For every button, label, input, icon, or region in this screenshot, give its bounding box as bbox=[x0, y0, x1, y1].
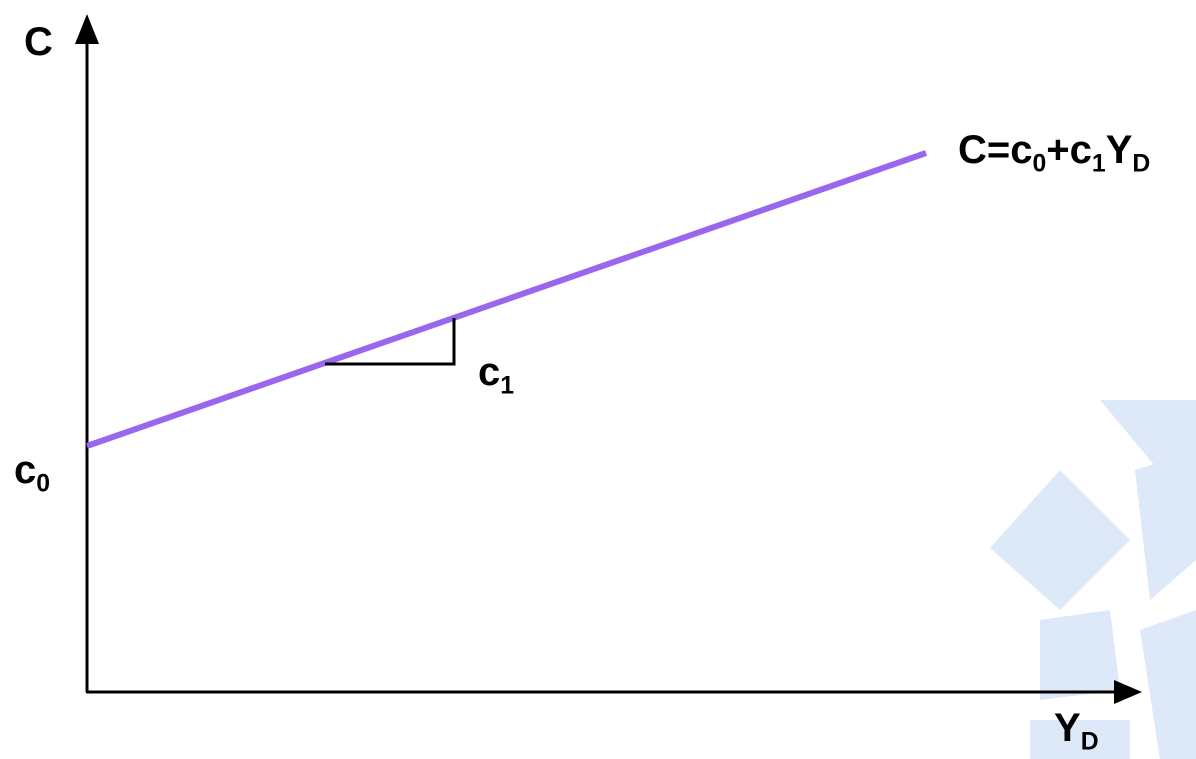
equation-part-2: +c bbox=[1046, 128, 1092, 172]
intercept-label-main: c bbox=[14, 448, 37, 492]
x-axis-arrowhead bbox=[1114, 680, 1142, 704]
equation-part-1: C=c bbox=[958, 128, 1033, 172]
consumption-line bbox=[86, 150, 927, 449]
intercept-label-sub: 0 bbox=[36, 470, 51, 498]
axes bbox=[85, 40, 1120, 694]
slope-triangle bbox=[325, 318, 456, 366]
x-axis-label-sub: D bbox=[1080, 728, 1099, 756]
y-axis-label: C bbox=[24, 20, 53, 64]
equation-sub-2: 1 bbox=[1091, 150, 1106, 178]
equation-sub-3: D bbox=[1132, 150, 1151, 178]
slope-label: c1 bbox=[478, 350, 514, 399]
equation-label: C=c0+c1YD bbox=[958, 128, 1150, 177]
equation-part-3: Y bbox=[1105, 128, 1133, 172]
intercept-label: c0 bbox=[14, 448, 50, 497]
x-axis-label-main: Y bbox=[1054, 706, 1081, 750]
x-axis-label: YD bbox=[1054, 706, 1099, 755]
y-axis-arrowhead bbox=[75, 14, 99, 44]
slope-label-sub: 1 bbox=[500, 372, 515, 400]
watermark-logo bbox=[990, 400, 1196, 759]
slope-label-main: c bbox=[478, 350, 501, 394]
equation-sub-1: 0 bbox=[1032, 150, 1047, 178]
